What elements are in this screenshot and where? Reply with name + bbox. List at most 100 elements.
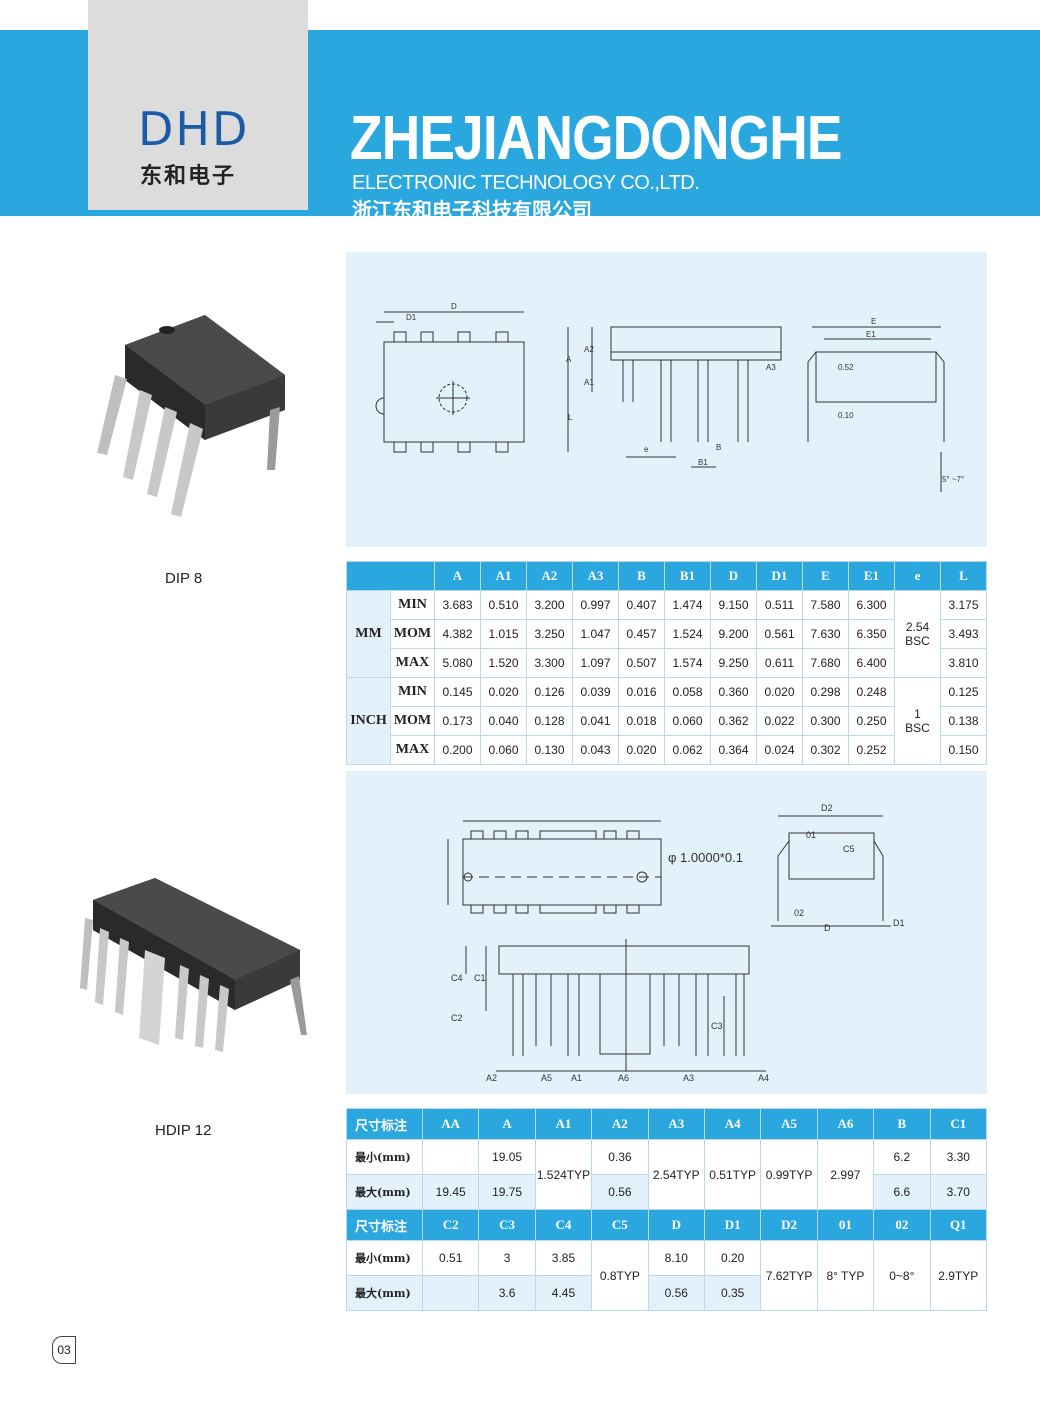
- header-banner: DHD 东和电子 ZHEJIANGDONGHE ELECTRONIC TECHN…: [0, 30, 1040, 222]
- dip8-drawing-panel: D D1 A2 A A1 L e B B1 A3 E E1 0.52 0.10 …: [346, 252, 987, 547]
- col-header: 01: [816, 1209, 875, 1241]
- table-cell: 6.400: [848, 648, 895, 678]
- table-cell: 0.041: [572, 706, 619, 736]
- svg-text:A5: A5: [541, 1073, 552, 1083]
- svg-text:E: E: [871, 317, 876, 326]
- table-cell: 6.2: [873, 1139, 931, 1175]
- col-header: C1: [929, 1108, 988, 1140]
- svg-text:A3: A3: [683, 1073, 694, 1083]
- table-cell: 3.493: [940, 619, 987, 649]
- row-label: 最小(mm): [346, 1240, 423, 1276]
- col-header: A2: [526, 561, 573, 591]
- table-cell: 3.810: [940, 648, 987, 678]
- col-header: A: [478, 1108, 536, 1140]
- col-header: A4: [703, 1108, 762, 1140]
- table-cell: 0.51: [421, 1240, 480, 1276]
- svg-text:C4: C4: [451, 973, 463, 983]
- col-header: AA: [421, 1108, 480, 1140]
- table-cell: 7.62TYP: [760, 1240, 818, 1311]
- company-subtitle: ELECTRONIC TECHNOLOGY CO.,LTD.: [352, 172, 700, 194]
- hdip12-chip-image: [80, 878, 307, 1052]
- table-cell: 0.150: [940, 735, 987, 765]
- table-cell: 3.200: [526, 590, 573, 620]
- table-cell: 0.298: [802, 677, 849, 707]
- table-cell: 1.474: [664, 590, 711, 620]
- svg-text:C5: C5: [843, 844, 855, 854]
- table-cell: 0.039: [572, 677, 619, 707]
- col-header: D: [710, 561, 757, 591]
- table-cell: 0.997: [572, 590, 619, 620]
- unit-label: INCH: [346, 677, 391, 765]
- table-cell: 0.302: [802, 735, 849, 765]
- col-header: C3: [478, 1209, 536, 1241]
- svg-text:D: D: [451, 302, 457, 311]
- col-header: A6: [816, 1108, 875, 1140]
- table-cell: 0.126: [526, 677, 573, 707]
- col-header: C4: [534, 1209, 593, 1241]
- table-cell: 0.99TYP: [760, 1139, 818, 1210]
- table-cell: 0.022: [756, 706, 803, 736]
- table-cell: 0.145: [434, 677, 481, 707]
- table-cell: 3.300: [526, 648, 573, 678]
- table-cell: 3.70: [929, 1174, 988, 1210]
- table-cell: 0.56: [591, 1174, 649, 1210]
- table-cell: 1.524TYP: [534, 1139, 593, 1210]
- svg-text:D1: D1: [893, 918, 905, 928]
- hdip12-label: HDIP 12: [155, 1122, 212, 1139]
- company-chinese-name: 浙江东和电子科技有限公司: [352, 198, 592, 222]
- row-label: 最大(mm): [346, 1275, 423, 1311]
- col-header: D: [647, 1209, 705, 1241]
- svg-text:02: 02: [794, 908, 804, 918]
- table-cell: 0.020: [756, 677, 803, 707]
- table-cell: 0.125: [940, 677, 987, 707]
- table-header-blank: [346, 561, 435, 591]
- table-cell: 0.362: [710, 706, 757, 736]
- table-cell: 2.997: [816, 1139, 875, 1210]
- table-cell: [421, 1275, 480, 1311]
- table-cell: 0.128: [526, 706, 573, 736]
- table-cell: 0.561: [756, 619, 803, 649]
- table-cell: 0.300: [802, 706, 849, 736]
- table-cell: 0.250: [848, 706, 895, 736]
- table-cell: 0.043: [572, 735, 619, 765]
- table-cell: 3: [478, 1240, 536, 1276]
- table-cell: 3.30: [929, 1139, 988, 1175]
- row-label: 最小(mm): [346, 1139, 423, 1175]
- svg-text:C3: C3: [711, 1021, 723, 1031]
- table-cell: 0.173: [434, 706, 481, 736]
- table-cell: 0.457: [618, 619, 665, 649]
- dip8-chip-image: [97, 315, 285, 517]
- svg-text:B1: B1: [698, 458, 708, 467]
- hdip12-dimension-table-1: 尺寸标注 AA A A1 A2 A3 A4 A5 A6 B C1 最小(mm) …: [346, 1108, 988, 1210]
- table-cell: 3.250: [526, 619, 573, 649]
- col-header: D1: [703, 1209, 762, 1241]
- svg-text:E1: E1: [866, 330, 876, 339]
- svg-text:0.52: 0.52: [838, 363, 854, 372]
- svg-text:A4: A4: [758, 1073, 769, 1083]
- col-header: B1: [664, 561, 711, 591]
- dip8-dimension-table: A A1 A2 A3 B B1 D D1 E E1 e L MM MIN 3.6…: [346, 561, 987, 765]
- table-cell: 7.680: [802, 648, 849, 678]
- col-header: Q1: [929, 1209, 988, 1241]
- svg-text:L: L: [568, 413, 573, 422]
- col-header: E: [802, 561, 849, 591]
- svg-text:D2: D2: [821, 803, 833, 813]
- logo-box-top: [88, 0, 308, 30]
- col-header: C5: [591, 1209, 649, 1241]
- logo-box: DHD 东和电子: [88, 30, 308, 210]
- table-cell: 1.097: [572, 648, 619, 678]
- col-header: 尺寸标注: [346, 1209, 423, 1241]
- table-cell: 8° TYP: [816, 1240, 875, 1311]
- col-header: L: [940, 561, 987, 591]
- table-cell: 0.364: [710, 735, 757, 765]
- svg-text:A1: A1: [571, 1073, 582, 1083]
- company-name: ZHEJIANGDONGHE: [350, 104, 842, 173]
- logo-chinese-name: 东和电子: [140, 164, 237, 189]
- col-header: A2: [591, 1108, 649, 1140]
- svg-text:A2: A2: [486, 1073, 497, 1083]
- table-cell: 0.138: [940, 706, 987, 736]
- table-cell: 7.630: [802, 619, 849, 649]
- table-cell: 9.200: [710, 619, 757, 649]
- col-header: B: [618, 561, 665, 591]
- table-cell: 0.611: [756, 648, 803, 678]
